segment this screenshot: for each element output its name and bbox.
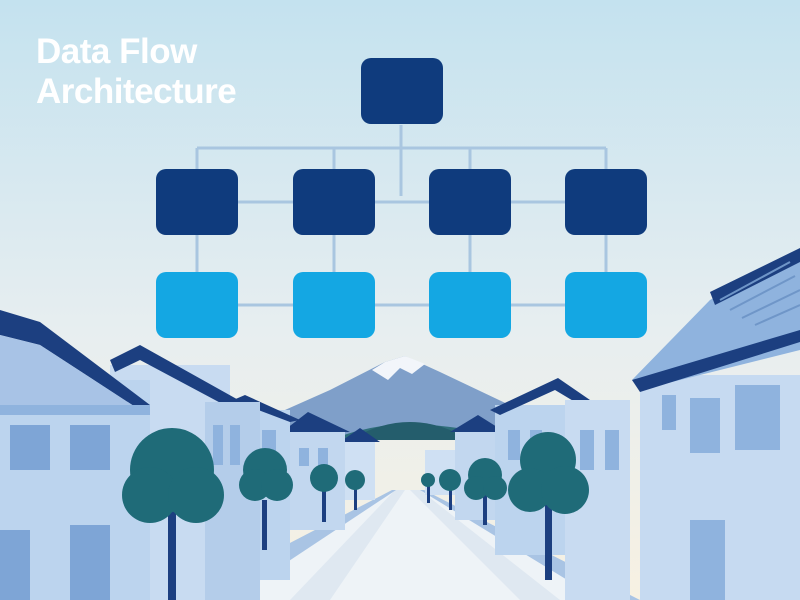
trees: [122, 428, 589, 600]
diagram-node-level-1: [565, 169, 647, 235]
diagram-node-level-2: [156, 272, 238, 338]
diagram-node-level-2: [293, 272, 375, 338]
diagram-node-level-0: [361, 58, 443, 124]
diagram-node-level-1: [293, 169, 375, 235]
right-houses: [425, 248, 800, 600]
connectors: [195, 125, 608, 307]
diagram-node-level-1: [429, 169, 511, 235]
title-line-1: Data Flow: [36, 32, 197, 71]
diagram-node-level-2: [565, 272, 647, 338]
diagram-node-level-1: [156, 169, 238, 235]
title-line-2: Architecture: [36, 72, 237, 111]
nodes: [156, 58, 647, 338]
diagram-node-level-2: [429, 272, 511, 338]
